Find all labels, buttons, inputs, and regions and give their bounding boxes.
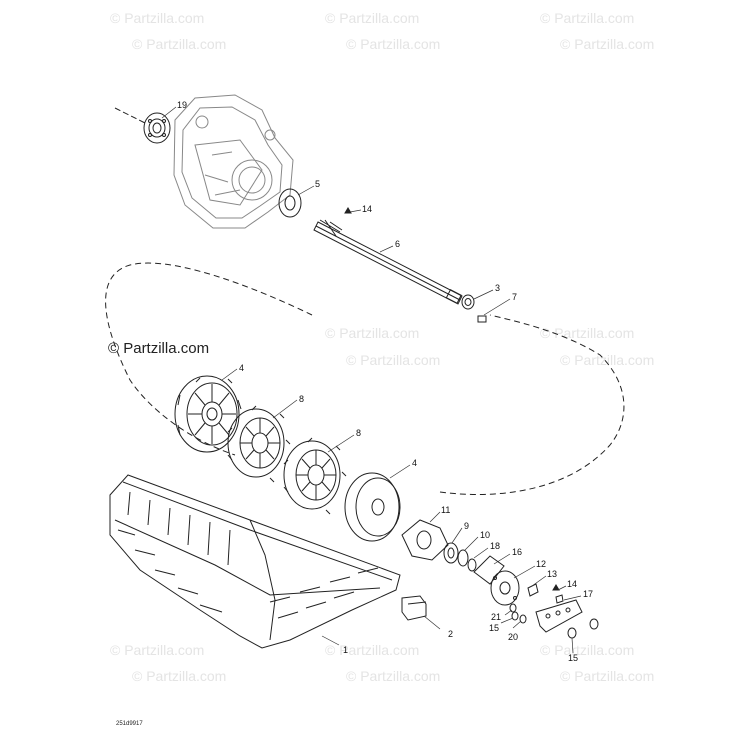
grease-fitting-13: [527, 583, 539, 597]
plate-16: [473, 555, 505, 585]
drive-shaft-6: [313, 219, 463, 305]
track-1: [109, 474, 401, 649]
callout-13: 13: [547, 569, 558, 579]
diagram-code: 251d9917: [116, 721, 143, 727]
sprocket-4-left: [174, 375, 242, 453]
callout-3: 3: [495, 283, 501, 293]
callout-6: 6: [395, 239, 401, 249]
callout-15: 15: [489, 623, 500, 633]
bearing-19: [143, 112, 171, 144]
watermark: © Partzilla.com: [560, 352, 655, 368]
callout-8: 8: [356, 428, 362, 438]
track-outline-dashed: [105, 262, 625, 495]
callout-10: 10: [480, 530, 491, 540]
screw-7: [477, 315, 487, 323]
grease-fitting-14: [344, 207, 352, 214]
sprocket-8-second: [283, 437, 347, 515]
watermark: © Partzilla.com: [346, 668, 441, 684]
washer-20: [519, 614, 527, 624]
callout-14: 14: [362, 204, 373, 214]
callout-16: 16: [512, 547, 523, 557]
callout-7: 7: [512, 292, 518, 302]
slide-block-2: [401, 595, 427, 621]
watermark: © Partzilla.com: [560, 36, 655, 52]
bracket-17: [535, 594, 583, 633]
watermark: © Partzilla.com: [325, 10, 420, 26]
callout-8: 8: [299, 394, 305, 404]
watermark: © Partzilla.com: [346, 352, 441, 368]
gearbox-housing: [173, 94, 294, 229]
watermark: © Partzilla.com: [110, 642, 205, 658]
nut-right: [589, 618, 599, 630]
watermark: © Partzilla.com: [132, 36, 227, 52]
callout-20: 20: [508, 632, 519, 642]
spacer-18: [467, 558, 477, 572]
callout-4: 4: [412, 458, 418, 468]
callout-12: 12: [536, 559, 547, 569]
bearing-10: [457, 549, 469, 567]
callout-11: 11: [441, 505, 451, 515]
watermark: © Partzilla.com: [325, 325, 420, 341]
nut-3: [461, 294, 475, 310]
callout-5: 5: [315, 179, 321, 189]
washer-5: [278, 188, 302, 218]
washer-21: [509, 603, 517, 613]
nut-15: [511, 611, 519, 621]
watermark: © Partzilla.com: [325, 642, 420, 658]
callout-17: 17: [583, 589, 594, 599]
callout-15: 15: [568, 653, 579, 663]
callout-leaders: [161, 106, 582, 654]
callout-2: 2: [448, 629, 454, 639]
callout-4: 4: [239, 363, 245, 373]
seal-9: [443, 542, 459, 564]
watermark: © Partzilla.com: [540, 10, 635, 26]
watermark: © Partzilla.com: [560, 668, 655, 684]
cover-12: [490, 570, 520, 606]
watermark: © Partzilla.com: [346, 36, 441, 52]
callout-19: 19: [177, 100, 188, 110]
axis-leader: [114, 107, 146, 124]
callout-1: 1: [343, 645, 349, 655]
callout-21: 21: [491, 612, 502, 622]
callout-14: 14: [567, 579, 578, 589]
sprocket-8-first: [227, 405, 291, 483]
watermark: © Partzilla.com: [110, 10, 205, 26]
watermark: © Partzilla.com: [132, 668, 227, 684]
nut-15-lower: [567, 627, 577, 639]
wheel-4-right: [344, 472, 401, 542]
partzilla-brand-label: © Partzilla.com: [108, 340, 210, 357]
grease-fitting-14-lower: [552, 584, 560, 591]
callout-9: 9: [464, 521, 470, 531]
bearing-housing-11: [401, 519, 449, 561]
watermark: © Partzilla.com: [540, 642, 635, 658]
callout-18: 18: [490, 541, 501, 551]
